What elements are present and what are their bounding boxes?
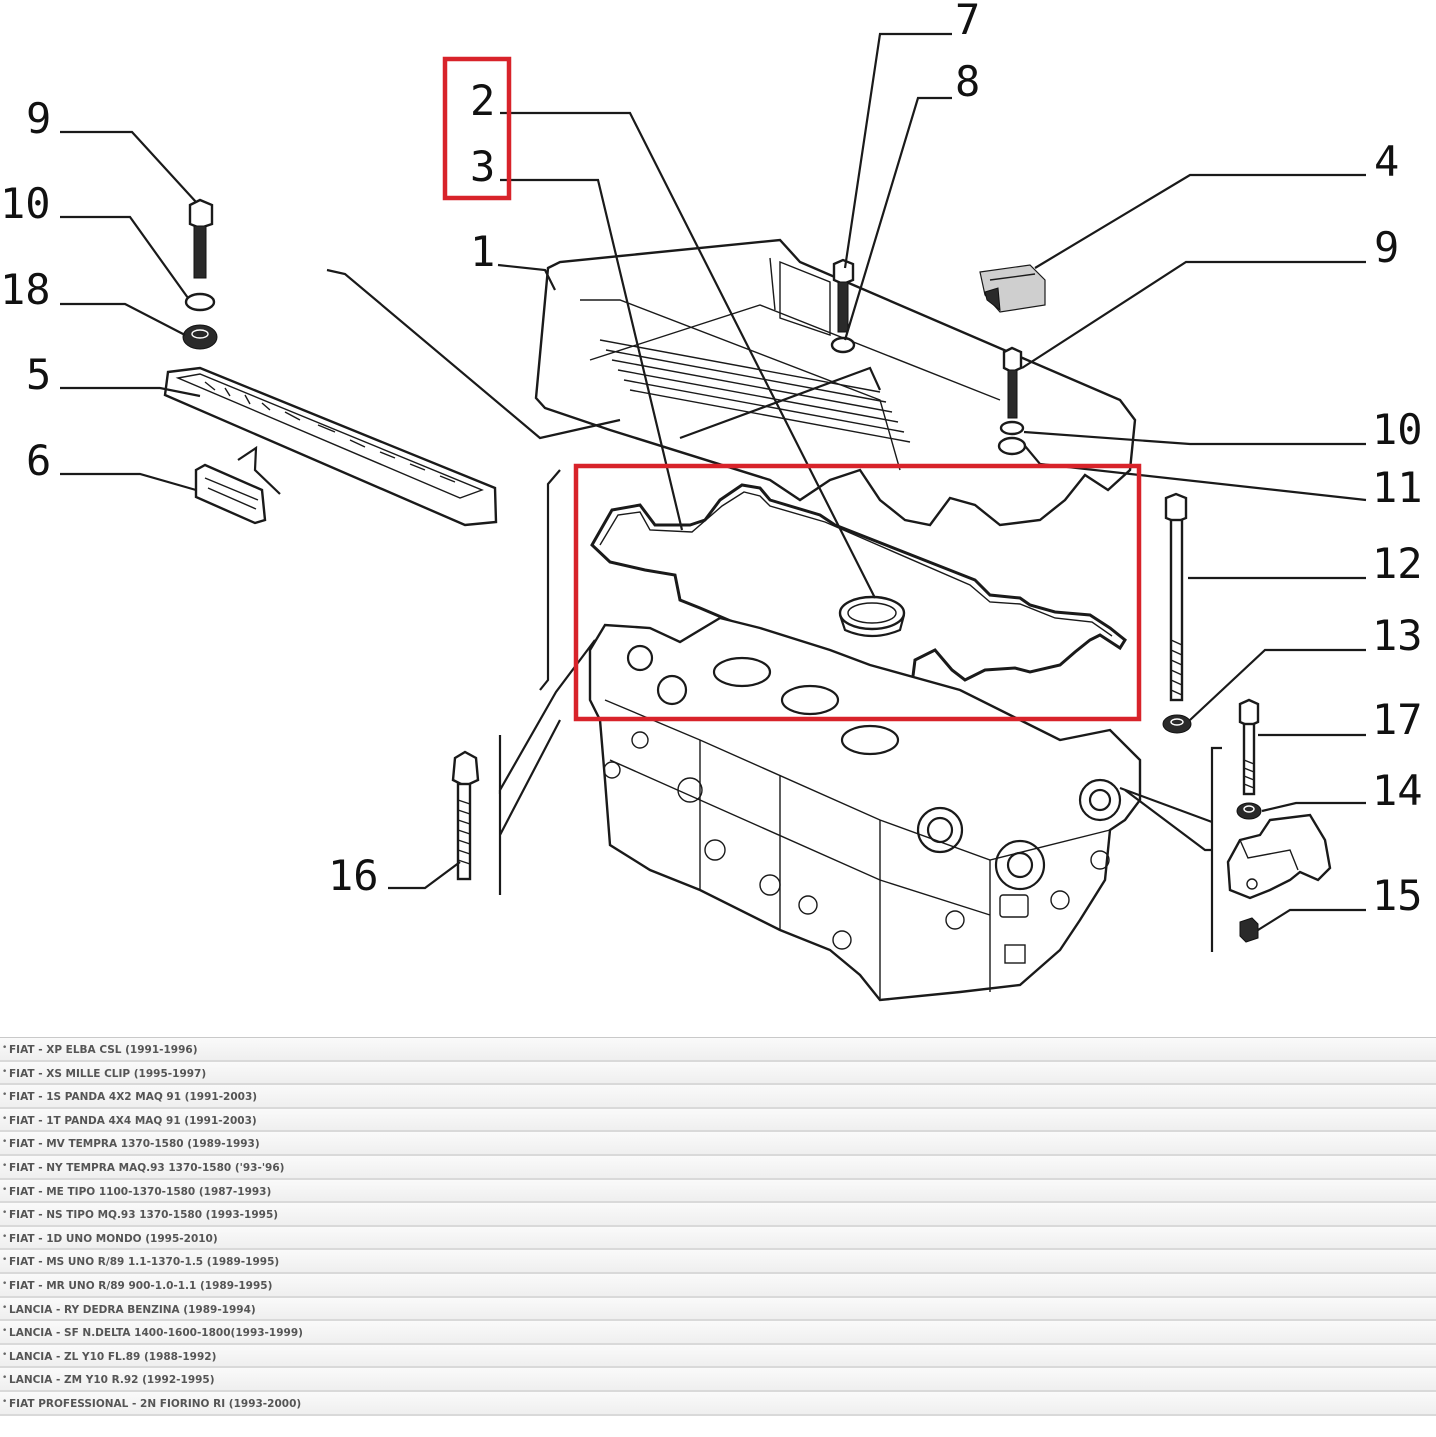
model-label: FIAT - XP ELBA CSL (1991-1996)	[9, 1044, 198, 1056]
bullet-icon: •	[2, 1160, 8, 1171]
bullet-icon: •	[2, 1090, 8, 1101]
exploded-parts-diagram: 2 3 1 7 8 4 9 10 11 12 13 17 14 15 9 10 …	[0, 0, 1423, 1002]
bracket-assembly	[1226, 698, 1332, 943]
callout-12: 12	[1372, 539, 1423, 588]
model-label: FIAT - NY TEMPRA MAQ.93 1370-1580 ('93-'…	[9, 1161, 285, 1174]
callout-5: 5	[26, 350, 51, 399]
model-label: FIAT - 1T PANDA 4X4 MAQ 91 (1991-2003)	[9, 1114, 257, 1127]
callout-1: 1	[470, 227, 495, 276]
model-label: FIAT - 1D UNO MONDO (1995-2010)	[9, 1232, 218, 1245]
model-label: FIAT - MV TEMPRA 1370-1580 (1989-1993)	[9, 1138, 260, 1151]
cover-bolt-center	[830, 258, 856, 354]
bullet-icon: •	[2, 1326, 8, 1337]
model-list-item[interactable]: •FIAT - 1S PANDA 4X2 MAQ 91 (1991-2003)	[0, 1085, 1436, 1109]
bullet-icon: •	[2, 1349, 8, 1360]
bullet-icon: •	[2, 1396, 8, 1407]
callout-10-right: 10	[1372, 405, 1423, 454]
model-label: LANCIA - SF N.DELTA 1400-1600-1800(1993-…	[9, 1327, 303, 1340]
callout-17: 17	[1372, 695, 1423, 744]
badge	[194, 445, 281, 525]
callout-2: 2	[470, 76, 495, 125]
callout-4: 4	[1374, 137, 1399, 186]
model-list-item[interactable]: •FIAT - MR UNO R/89 900-1.0-1.1 (1989-19…	[0, 1273, 1436, 1298]
highlight-box-labels	[442, 56, 512, 201]
callout-6: 6	[26, 436, 51, 485]
model-list-item[interactable]: •FIAT - 1T PANDA 4X4 MAQ 91 (1991-2003)	[0, 1108, 1436, 1133]
model-label: FIAT - NS TIPO MQ.93 1370-1580 (1993-199…	[9, 1209, 279, 1222]
left-bolt-set	[182, 198, 218, 350]
callout-7: 7	[955, 0, 980, 44]
stud-bolt	[451, 750, 480, 881]
compatible-models-list: •FIAT - XP ELBA CSL (1991-1996)•FIAT - X…	[0, 1037, 1436, 1437]
model-label: LANCIA - ZL Y10 FL.89 (1988-1992)	[9, 1350, 217, 1363]
model-list-item[interactable]: •FIAT - XS MILLE CLIP (1995-1997)	[0, 1061, 1436, 1086]
callout-9-left: 9	[26, 94, 51, 143]
model-list-item[interactable]: •FIAT - 1D UNO MONDO (1995-2010)	[0, 1226, 1436, 1251]
callout-13: 13	[1372, 611, 1423, 660]
valve-cover	[534, 238, 1137, 527]
highlight-box-gasket	[573, 463, 1142, 722]
trim-lettering	[204, 381, 456, 483]
bullet-icon: •	[2, 1255, 8, 1266]
cover-ribs	[599, 339, 911, 443]
oil-filler-cap	[979, 264, 1046, 313]
model-label: FIAT - XS MILLE CLIP (1995-1997)	[9, 1067, 207, 1080]
callout-9-right: 9	[1374, 223, 1399, 272]
model-list-item[interactable]: •FIAT PROFESSIONAL - 2N FIORINO RI (1993…	[0, 1391, 1436, 1416]
model-label: FIAT - 1S PANDA 4X2 MAQ 91 (1991-2003)	[9, 1091, 258, 1104]
model-label: FIAT PROFESSIONAL - 2N FIORINO RI (1993-…	[9, 1397, 302, 1410]
model-list-item[interactable]: •FIAT - XP ELBA CSL (1991-1996)	[0, 1038, 1436, 1062]
model-list-item[interactable]: •LANCIA - ZM Y10 R.92 (1992-1995)	[0, 1368, 1436, 1392]
bullet-icon: •	[2, 1113, 8, 1124]
bullet-icon: •	[2, 1137, 8, 1148]
bullet-icon: •	[2, 1278, 8, 1289]
model-list-item[interactable]: •FIAT - MV TEMPRA 1370-1580 (1989-1993)	[0, 1132, 1436, 1156]
model-label: LANCIA - RY DEDRA BENZINA (1989-1994)	[9, 1303, 256, 1316]
model-label: LANCIA - ZM Y10 R.92 (1992-1995)	[9, 1374, 215, 1387]
callout-8: 8	[955, 57, 980, 106]
bullet-icon: •	[2, 1043, 8, 1053]
bullet-icon: •	[2, 1373, 8, 1384]
bullet-icon: •	[2, 1208, 8, 1219]
bullet-icon: •	[2, 1184, 8, 1195]
model-label: FIAT - MR UNO R/89 900-1.0-1.1 (1989-199…	[9, 1279, 273, 1292]
model-label: FIAT - MS UNO R/89 1.1-1370-1.5 (1989-19…	[9, 1256, 280, 1269]
callout-15: 15	[1372, 871, 1423, 920]
model-list-item[interactable]: •FIAT - ME TIPO 1100-1370-1580 (1987-199…	[0, 1179, 1436, 1204]
callout-10-left: 10	[0, 179, 51, 228]
engine-trim-cover	[163, 366, 498, 527]
callout-14: 14	[1372, 766, 1423, 815]
bullet-icon: •	[2, 1231, 8, 1242]
spark-plug-seal	[838, 595, 906, 638]
head-bores	[603, 644, 1122, 964]
bullet-icon: •	[2, 1302, 8, 1313]
model-list-item[interactable]: •FIAT - MS UNO R/89 1.1-1370-1.5 (1989-1…	[0, 1250, 1436, 1274]
cylinder-head	[588, 616, 1142, 1002]
model-list-item[interactable]: •LANCIA - SF N.DELTA 1400-1600-1800(1993…	[0, 1321, 1436, 1345]
callout-16: 16	[328, 851, 379, 900]
callout-3: 3	[470, 142, 495, 191]
model-list-item[interactable]: •LANCIA - RY DEDRA BENZINA (1989-1994)	[0, 1297, 1436, 1322]
model-list-item[interactable]: •FIAT - NY TEMPRA MAQ.93 1370-1580 ('93-…	[0, 1155, 1436, 1180]
callout-11: 11	[1372, 463, 1423, 512]
model-label: FIAT - ME TIPO 1100-1370-1580 (1987-1993…	[9, 1185, 272, 1198]
bullet-icon: •	[2, 1066, 8, 1077]
head-bolt	[1162, 492, 1192, 734]
model-list-item[interactable]: •FIAT - NS TIPO MQ.93 1370-1580 (1993-19…	[0, 1203, 1436, 1227]
model-list-item[interactable]: •LANCIA - ZL Y10 FL.89 (1988-1992)	[0, 1344, 1436, 1369]
callout-18: 18	[0, 265, 51, 314]
